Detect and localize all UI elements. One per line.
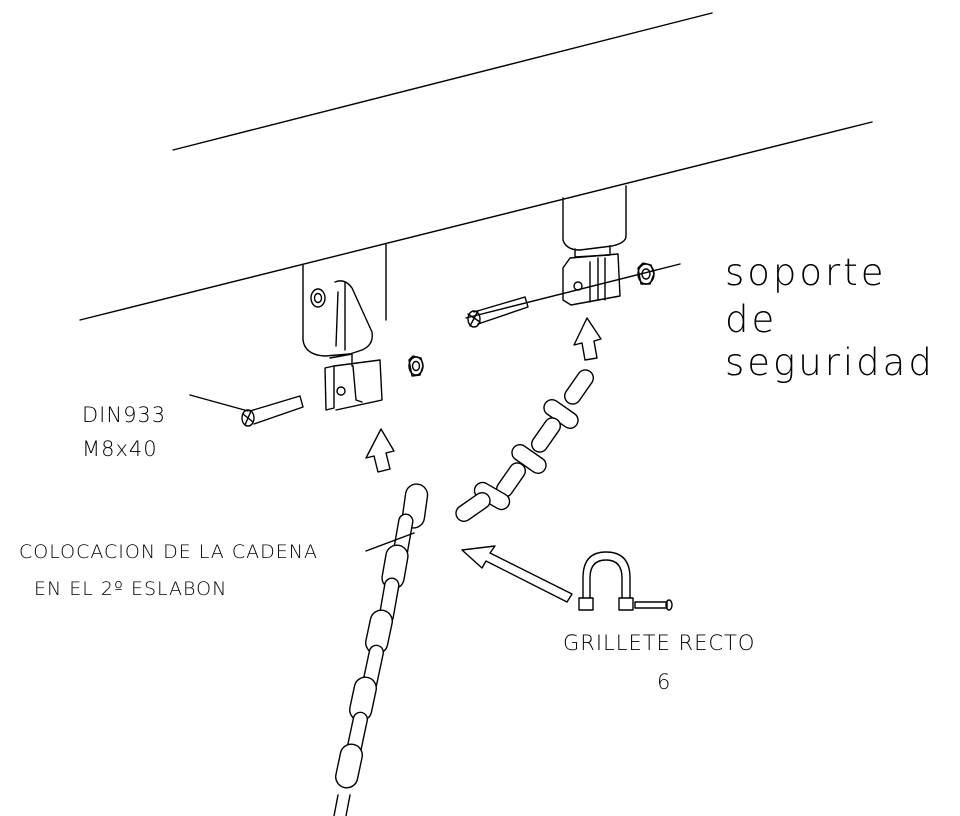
support-label-line1: soporte — [725, 251, 887, 294]
nut-right — [637, 262, 655, 285]
right-cylinder-clevis — [562, 185, 627, 306]
beam — [79, 12, 873, 321]
chain-leader-line — [365, 532, 415, 552]
lower-chain — [333, 483, 429, 816]
pin-right — [465, 263, 681, 328]
shackle-icon — [578, 551, 673, 611]
shackle-label-line2: 6 — [657, 670, 671, 694]
chain-label-line2: EN EL 2º ESLABON — [34, 578, 227, 600]
bolt-label-line2: M8x40 — [82, 437, 158, 461]
support-label-line2: de — [725, 298, 777, 341]
arrow-up-right — [573, 317, 602, 361]
arrow-up-left — [365, 428, 395, 473]
chain-label-line1: COLOCACION DE LA CADENA — [19, 541, 318, 563]
bolt-din933 — [189, 394, 304, 427]
arrow-shackle — [461, 545, 573, 603]
bolt-label-line1: DIN933 — [82, 403, 166, 427]
left-chain-clevis — [324, 353, 383, 411]
shackle-label-line1: GRILLETE RECTO — [563, 631, 755, 655]
upper-chain — [455, 369, 595, 523]
support-label-line3: seguridad — [725, 341, 935, 384]
nut-left — [408, 355, 424, 377]
left-clevis-bracket — [302, 243, 387, 357]
